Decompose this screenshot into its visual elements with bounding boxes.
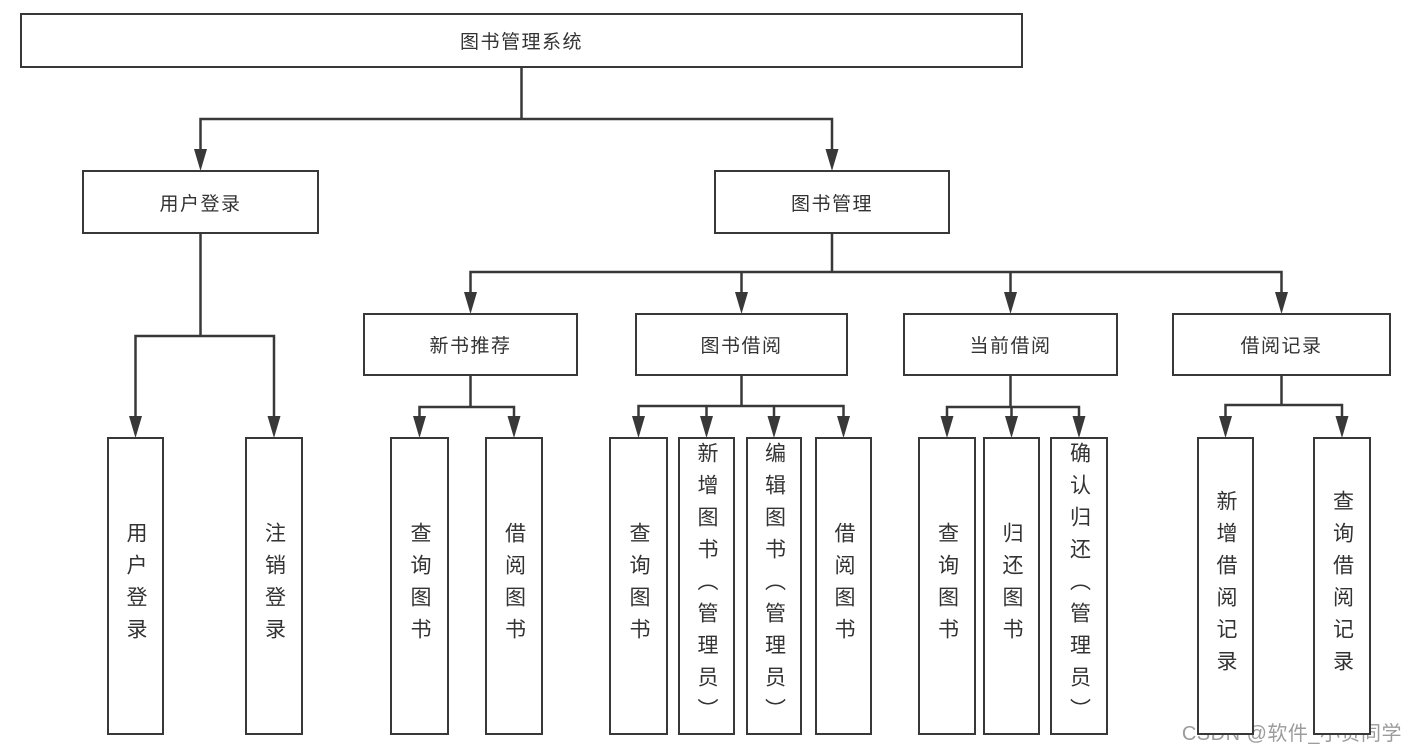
node-label: 查询图书 [935,522,959,650]
node-borrow-books-recommend: 借阅图书 [485,437,543,735]
arrowhead-query-books-recommend [413,416,426,438]
node-system: 图书管理系统 [20,13,1023,68]
node-borrow-books-borrowing: 借阅图书 [815,437,872,735]
arrowhead-new-book-recommend [464,292,477,314]
node-borrowing-records: 借阅记录 [1172,313,1391,376]
arrowhead-current-borrowing [1004,292,1017,314]
node-edit-books-admin: 编辑图书（管理员） [746,437,802,735]
arrowhead-user-login [194,149,207,171]
edge-book-management [469,232,1283,300]
node-label: 查询借阅记录 [1330,490,1354,682]
node-confirm-return-admin: 确认归还（管理员） [1050,437,1108,735]
node-label: 借阅记录 [1240,336,1323,357]
arrowhead-edit-books-admin [767,416,781,438]
node-user-login-leaf: 用户登录 [107,437,164,735]
node-logout: 注销登录 [245,437,303,735]
edge-system [199,66,834,157]
arrowhead-book-borrowing [735,292,748,314]
node-label: 图书借阅 [700,336,783,357]
node-query-books-recommend: 查询图书 [390,437,449,735]
node-label: 新书推荐 [429,336,512,357]
node-current-borrowing: 当前借阅 [903,313,1118,376]
arrowhead-borrow-books-borrowing [837,416,850,438]
node-label: 借阅图书 [832,522,855,650]
edge-current-borrowing [945,374,1081,424]
arrowhead-user-login-leaf [129,416,142,438]
node-label: 新增借阅记录 [1214,490,1237,682]
arrowhead-borrowing-records [1275,292,1288,314]
node-label: 用户登录 [124,522,147,650]
arrowhead-logout [267,416,281,438]
node-book-borrowing: 图书借阅 [635,313,848,376]
node-user-login: 用户登录 [82,170,319,234]
edge-user-login [134,232,276,424]
arrowhead-query-books-current [940,416,954,438]
node-query-books-current: 查询图书 [918,437,976,735]
arrowhead-add-borrow-record [1219,416,1232,438]
node-label: 当前借阅 [969,336,1052,357]
node-label: 编辑图书（管理员） [762,442,786,730]
edge-book-borrowing [637,374,845,424]
arrowhead-query-borrow-record [1335,416,1349,438]
edge-borrowing-records [1224,374,1344,424]
node-label: 确认归还（管理员） [1067,442,1091,730]
node-book-management: 图书管理 [714,170,950,234]
node-label: 图书管理 [790,193,873,215]
node-add-books-admin: 新增图书（管理员） [678,437,735,735]
node-query-borrow-record: 查询借阅记录 [1313,437,1371,735]
node-label: 图书管理系统 [459,32,583,53]
node-label: 注销登录 [262,522,286,650]
node-add-borrow-record: 新增借阅记录 [1197,437,1254,735]
node-new-book-recommend: 新书推荐 [363,313,578,376]
node-label: 查询图书 [627,522,650,650]
node-query-books-borrowing: 查询图书 [609,437,668,735]
node-label: 新增图书（管理员） [695,442,718,730]
arrowhead-add-books-admin [700,416,713,438]
node-label: 查询图书 [408,522,431,650]
arrowhead-return-books [1005,416,1018,438]
arrowhead-query-books-borrowing [632,416,645,438]
arrowhead-borrow-books-recommend [507,416,521,438]
node-label: 用户登录 [159,193,242,215]
node-label: 借阅图书 [502,522,526,650]
node-label: 归还图书 [1000,522,1023,650]
arrowhead-book-management [825,149,839,171]
node-return-books: 归还图书 [983,437,1040,735]
arrowhead-confirm-return-admin [1072,416,1086,438]
edge-new-book-recommend [418,374,516,424]
